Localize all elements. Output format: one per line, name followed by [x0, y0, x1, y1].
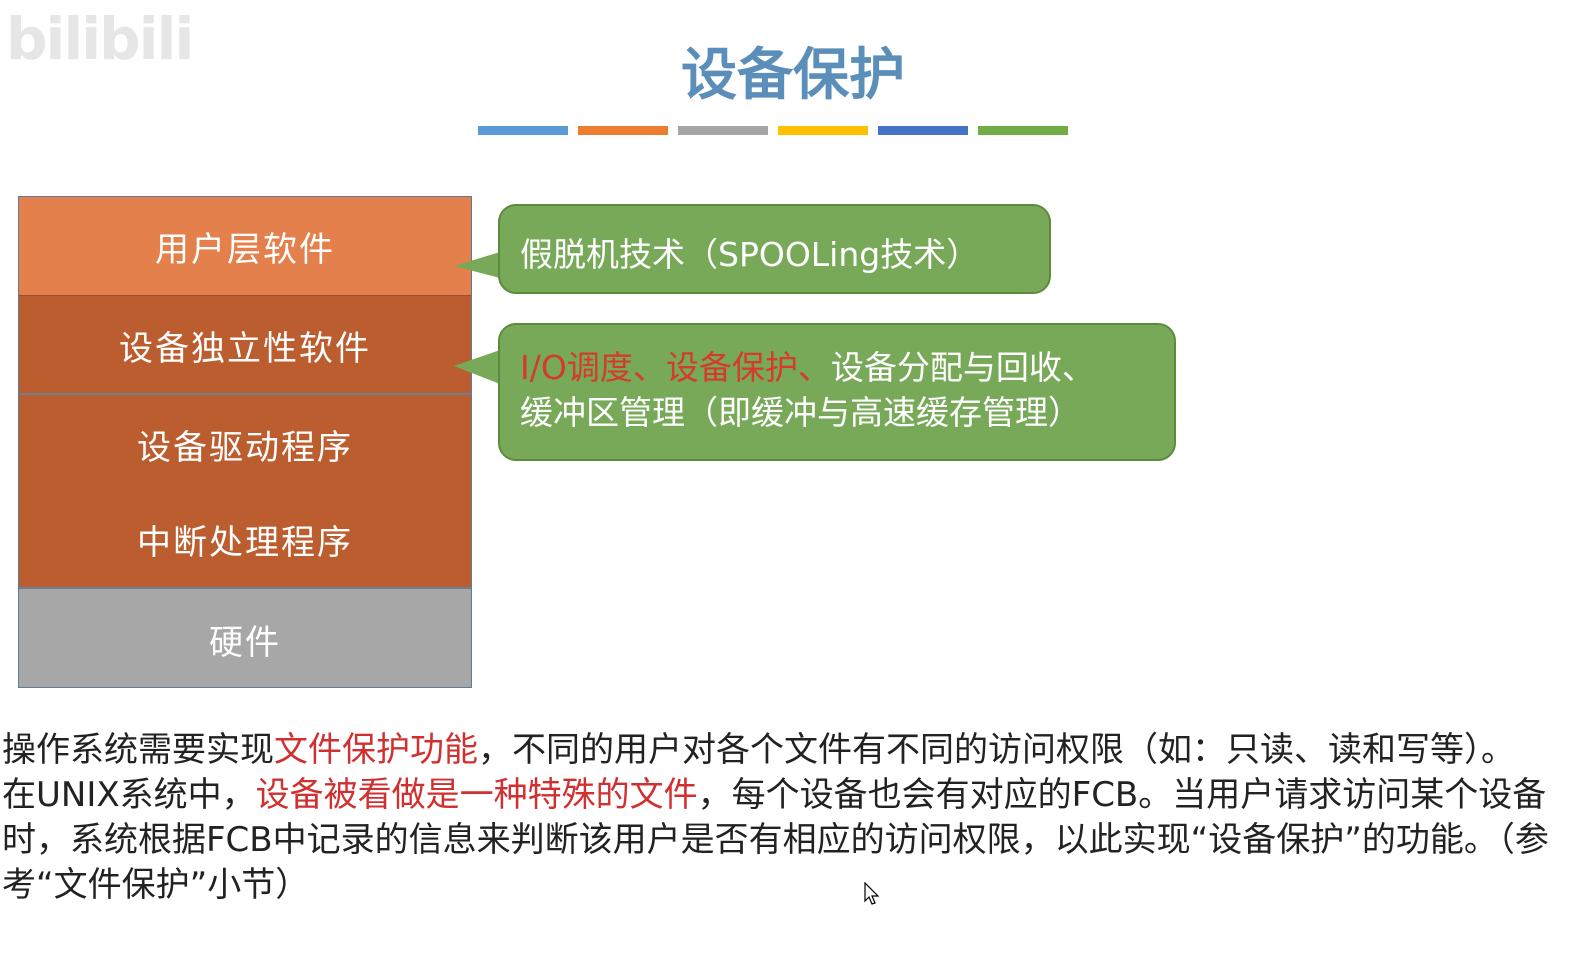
paragraph-file-protection: 操作系统需要实现文件保护功能，不同的用户对各个文件有不同的访问权限（如：只读、读… [2, 728, 1562, 773]
paragraph1-highlight: 文件保护功能 [274, 730, 478, 770]
callout-device-allocation: 设备分配与回收、 [830, 348, 1095, 387]
explanation-text: 操作系统需要实现文件保护功能，不同的用户对各个文件有不同的访问权限（如：只读、读… [2, 728, 1562, 908]
layer-user-software: 用户层软件 [19, 197, 471, 295]
title-bar-darkblue [878, 126, 968, 135]
callout-device-protection: 设备保护 [665, 348, 798, 387]
title-bar-gray [678, 126, 768, 135]
io-software-layer-stack: 用户层软件 设备独立性软件 设备驱动程序 中断处理程序 硬件 [18, 196, 472, 688]
layer-device-independent-software: 设备独立性软件 [19, 295, 471, 394]
title-bar-yellow [778, 126, 868, 135]
callout-pointer-spooling [454, 252, 500, 278]
callout-separator: 、 [797, 348, 831, 387]
paragraph1-part-c: ，不同的用户对各个文件有不同的访问权限（如：只读、读和写等）。 [478, 730, 1515, 770]
slide-title: 设备保护 [681, 43, 905, 108]
paragraph2-highlight: 设备被看做是一种特殊的文件 [255, 775, 698, 815]
paragraph2-part-a: 在UNIX系统中， [2, 775, 256, 815]
paragraph1-part-a: 操作系统需要实现 [2, 730, 274, 770]
callout-spooling-text: 假脱机技术（SPOOLing技术） [520, 235, 980, 274]
mouse-cursor-icon [864, 882, 880, 905]
title-bar-orange [578, 126, 668, 135]
callout-spooling: 假脱机技术（SPOOLing技术） [498, 204, 1051, 294]
title-bar-blue [478, 126, 568, 135]
paragraph2-part-c: ，每个设备也会有对应的FCB。当用户请求访问某个设备时，系统根据FCB中记录的信… [2, 775, 1549, 905]
callout-buffer-management: 缓冲区管理（即缓冲与高速缓存管理） [520, 393, 1081, 432]
layer-device-driver: 设备驱动程序 [19, 393, 471, 493]
callout-io-scheduling: I/O调度、 [520, 348, 666, 387]
title-bar-green [978, 126, 1068, 135]
layer-hardware: 硬件 [19, 587, 471, 687]
callout-independent-functions: I/O调度、设备保护、设备分配与回收、 缓冲区管理（即缓冲与高速缓存管理） [498, 323, 1176, 461]
layer-interrupt-handler: 中断处理程序 [19, 491, 471, 587]
bilibili-watermark: bilibili [6, 5, 194, 73]
callout-pointer-independent [454, 350, 500, 384]
paragraph-unix-device-file: 在UNIX系统中，设备被看做是一种特殊的文件，每个设备也会有对应的FCB。当用户… [2, 773, 1562, 908]
